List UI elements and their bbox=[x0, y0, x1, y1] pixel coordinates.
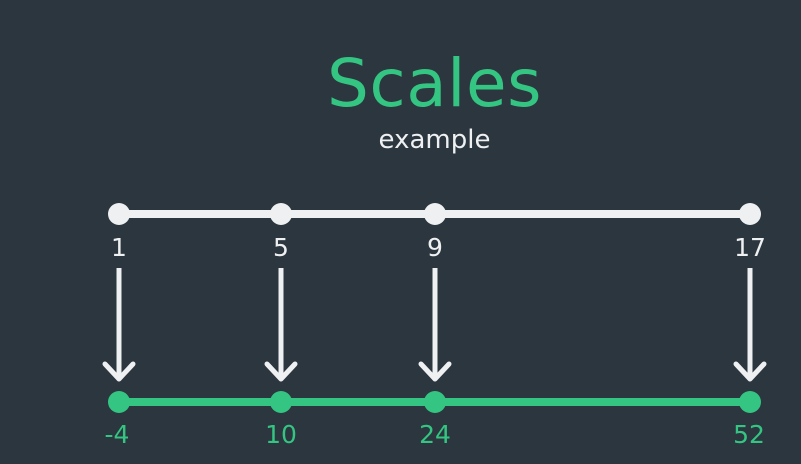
range-point-24: 24 bbox=[419, 391, 451, 449]
domain-dot bbox=[739, 203, 761, 225]
mapping-arrow bbox=[102, 268, 136, 382]
mapping-arrow bbox=[418, 268, 452, 382]
range-dot bbox=[739, 391, 761, 413]
diagram-title: Scales bbox=[327, 45, 542, 122]
domain-dot bbox=[108, 203, 130, 225]
range-label: 10 bbox=[265, 420, 297, 449]
domain-dot bbox=[270, 203, 292, 225]
range-dot bbox=[270, 391, 292, 413]
range-label: 52 bbox=[733, 420, 765, 449]
domain-label: 17 bbox=[734, 233, 766, 262]
range-point-10: 10 bbox=[265, 391, 297, 449]
domain-dot bbox=[424, 203, 446, 225]
range-point-52: 52 bbox=[733, 391, 765, 449]
range-point--4: -4 bbox=[105, 391, 130, 449]
range-label: 24 bbox=[419, 420, 451, 449]
mapping-arrow bbox=[264, 268, 298, 382]
range-dot bbox=[108, 391, 130, 413]
domain-label: 5 bbox=[273, 233, 289, 262]
domain-point-5: 5 bbox=[270, 203, 292, 262]
diagram-subtitle: example bbox=[378, 125, 491, 155]
domain-point-1: 1 bbox=[108, 203, 130, 262]
mapping-arrow bbox=[733, 268, 767, 382]
domain-label: 1 bbox=[111, 233, 127, 262]
domain-point-9: 9 bbox=[424, 203, 446, 262]
range-label: -4 bbox=[105, 420, 130, 449]
domain-label: 9 bbox=[427, 233, 443, 262]
range-dot bbox=[424, 391, 446, 413]
domain-point-17: 17 bbox=[734, 203, 766, 262]
